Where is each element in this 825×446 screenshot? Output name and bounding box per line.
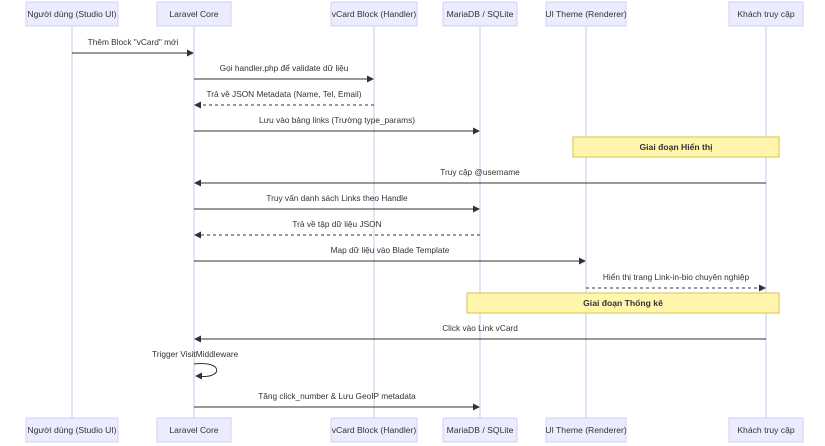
actor-theme-bottom: UI Theme (Renderer) xyxy=(545,417,627,443)
actor-label: MariaDB / SQLite xyxy=(447,9,514,19)
note-10: Giai đoạn Thống kê xyxy=(466,292,780,314)
actor-core-top: Laravel Core xyxy=(156,1,232,27)
message-label: Gọi handler.php để validate dữ liệu xyxy=(220,63,349,73)
actor-label: Người dùng (Studio UI) xyxy=(27,9,116,19)
message-label: Click vào Link vCard xyxy=(442,323,518,333)
actor-label: Laravel Core xyxy=(169,9,218,19)
message-label: Tăng click_number & Lưu GeoIP metadata xyxy=(258,391,416,401)
actor-user-bottom: Người dùng (Studio UI) xyxy=(25,417,119,443)
actor-box xyxy=(545,1,627,27)
arrowhead xyxy=(187,49,194,57)
actor-core-bottom: Laravel Core xyxy=(156,417,232,443)
arrowhead xyxy=(473,403,480,411)
message-13: Tăng click_number & Lưu GeoIP metadata xyxy=(194,391,480,411)
actor-box xyxy=(442,1,518,27)
actor-db-top: MariaDB / SQLite xyxy=(442,1,518,27)
actor-box xyxy=(728,417,804,443)
message-12: Trigger VisitMiddleware xyxy=(152,349,239,380)
arrowhead xyxy=(579,257,586,265)
actor-box xyxy=(728,1,804,27)
message-7: Trả về tập dữ liệu JSON xyxy=(194,219,480,239)
message-label: Trả về tập dữ liệu JSON xyxy=(292,219,381,229)
message-label: Thêm Block "vCard" mới xyxy=(88,37,179,47)
message-label: Trả về JSON Metadata (Name, Tel, Email) xyxy=(207,89,362,99)
arrowhead xyxy=(367,75,374,83)
actor-box xyxy=(442,417,518,443)
arrowhead xyxy=(473,205,480,213)
message-3: Lưu vào bảng links (Trường type_params) xyxy=(194,115,480,135)
arrowhead xyxy=(194,335,201,343)
message-label: Truy vấn danh sách Links theo Handle xyxy=(266,193,408,203)
arrowhead xyxy=(194,101,201,109)
actor-box xyxy=(25,1,119,27)
actor-vcard-bottom: vCard Block (Handler) xyxy=(330,417,418,443)
actor-box xyxy=(156,417,232,443)
arrowhead xyxy=(759,284,766,292)
actor-label: Người dùng (Studio UI) xyxy=(27,425,116,435)
message-5: Truy cập @username xyxy=(194,167,766,187)
message-9: Hiển thị trang Link-in-bio chuyên nghiệp xyxy=(586,272,766,292)
actor-vcard-top: vCard Block (Handler) xyxy=(330,1,418,27)
actor-box xyxy=(25,417,119,443)
note-4: Giai đoạn Hiển thị xyxy=(572,136,780,158)
note-label: Giai đoạn Hiển thị xyxy=(639,142,712,152)
actor-label: vCard Block (Handler) xyxy=(332,9,417,19)
actor-box xyxy=(330,417,418,443)
message-6: Truy vấn danh sách Links theo Handle xyxy=(194,193,480,213)
arrowhead xyxy=(194,179,201,187)
message-1: Gọi handler.php để validate dữ liệu xyxy=(194,63,374,83)
message-label: Lưu vào bảng links (Trường type_params) xyxy=(259,115,415,125)
actor-label: vCard Block (Handler) xyxy=(332,425,417,435)
actor-guest-bottom: Khách truy cập xyxy=(728,417,804,443)
actor-label: Khách truy cập xyxy=(737,9,795,19)
actor-label: Khách truy cập xyxy=(737,425,795,435)
actor-guest-top: Khách truy cập xyxy=(728,1,804,27)
message-label: Hiển thị trang Link-in-bio chuyên nghiệp xyxy=(603,272,750,282)
actor-user-top: Người dùng (Studio UI) xyxy=(25,1,119,27)
message-8: Map dữ liệu vào Blade Template xyxy=(194,245,586,265)
actor-label: Laravel Core xyxy=(169,425,218,435)
actor-label: UI Theme (Renderer) xyxy=(545,9,627,19)
self-message-line xyxy=(193,362,218,378)
note-label: Giai đoạn Thống kê xyxy=(583,298,663,308)
note-box xyxy=(572,136,780,158)
actor-label: UI Theme (Renderer) xyxy=(545,425,627,435)
actor-box xyxy=(545,417,627,443)
note-box xyxy=(466,292,780,314)
actor-theme-top: UI Theme (Renderer) xyxy=(545,1,627,27)
actor-box xyxy=(330,1,418,27)
arrowhead xyxy=(195,372,202,380)
message-11: Click vào Link vCard xyxy=(194,323,766,343)
message-label: Truy cập @username xyxy=(440,167,520,177)
message-label: Map dữ liệu vào Blade Template xyxy=(331,245,450,255)
message-0: Thêm Block "vCard" mới xyxy=(72,37,194,57)
actor-label: MariaDB / SQLite xyxy=(447,425,514,435)
message-2: Trả về JSON Metadata (Name, Tel, Email) xyxy=(194,89,374,109)
actor-box xyxy=(156,1,232,27)
arrowhead xyxy=(194,231,201,239)
actor-db-bottom: MariaDB / SQLite xyxy=(442,417,518,443)
message-label: Trigger VisitMiddleware xyxy=(152,349,239,359)
arrowhead xyxy=(473,127,480,135)
